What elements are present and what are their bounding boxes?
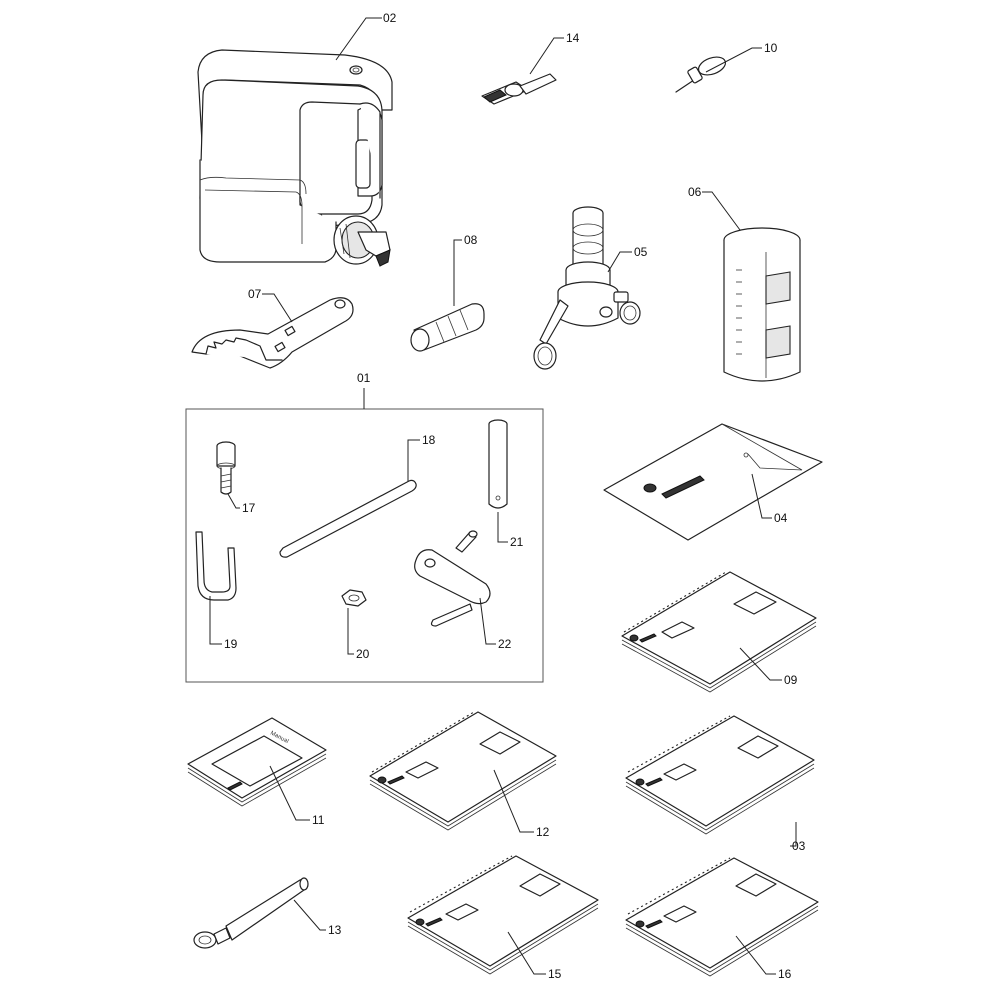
callout-11: 11: [312, 813, 325, 827]
callout-12: 12: [536, 825, 550, 839]
callout-06: 06: [688, 185, 702, 199]
part-07-spanner: [191, 297, 354, 369]
callout-18: 18: [422, 433, 436, 447]
part-21-sleeve: [488, 419, 508, 509]
callout-14: 14: [566, 31, 580, 45]
callout-08: 08: [464, 233, 478, 247]
part-11-manual: Manual: [187, 717, 327, 807]
part-15-notebook: [407, 855, 599, 975]
part-19-u-bracket: [195, 531, 237, 601]
part-05-coupling: [533, 206, 641, 370]
part-10-pin-ring: [675, 56, 727, 93]
callout-04: 04: [774, 511, 788, 525]
part-04-envelope: [603, 423, 823, 541]
callout-16: 16: [778, 967, 792, 981]
callout-13: 13: [328, 923, 342, 937]
part-20-nut: [341, 589, 367, 607]
part-08-plug: [410, 303, 485, 352]
callout-22: 22: [498, 637, 512, 651]
part-13-eye-bolt: [193, 877, 309, 949]
callout-03: 03: [792, 839, 806, 853]
callout-20: 20: [356, 647, 370, 661]
part-17-bolt: [216, 441, 236, 495]
callout-labels: 01 02 03 04 05 06 07 08 09 10 11 12 13 1…: [224, 11, 806, 981]
part-16-notebook: [625, 857, 819, 977]
callout-15: 15: [548, 967, 562, 981]
part-02-canister: [197, 49, 393, 267]
callout-07: 07: [248, 287, 262, 301]
part-22-crank: [414, 530, 491, 627]
callout-10: 10: [764, 41, 778, 55]
part-18-rod: [279, 479, 417, 558]
part-14-key: [481, 73, 557, 105]
callout-21: 21: [510, 535, 524, 549]
callout-05: 05: [634, 245, 648, 259]
callout-17: 17: [242, 501, 256, 515]
callout-02: 02: [383, 11, 397, 25]
part-06-measuring-cup: [723, 227, 801, 382]
part-12-notebook: [369, 711, 557, 831]
part-03-notebook: [625, 715, 815, 835]
callout-19: 19: [224, 637, 238, 651]
leader-lines: [209, 17, 797, 975]
callout-09: 09: [784, 673, 798, 687]
part-09-notebook: [621, 571, 817, 693]
callout-01: 01: [357, 371, 371, 385]
